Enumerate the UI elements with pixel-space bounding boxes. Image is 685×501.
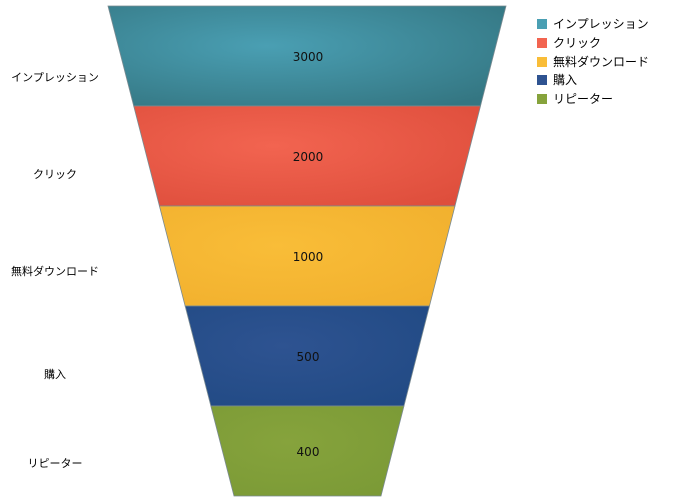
data-label: 400 — [297, 445, 320, 459]
data-label: 2000 — [293, 150, 324, 164]
legend-entry[interactable]: リピーター — [553, 92, 613, 106]
data-label: 500 — [297, 350, 320, 364]
category-label: クリック — [33, 168, 77, 181]
legend-swatch — [537, 75, 547, 85]
legend-swatch — [537, 94, 547, 104]
data-label: 1000 — [293, 250, 324, 264]
category-label: リピーター — [28, 457, 83, 470]
funnel-segments: 3000 2000 1000 500 400 — [107, 5, 507, 497]
legend-entry[interactable]: クリック — [553, 36, 601, 50]
legend-entry[interactable]: 無料ダウンロード — [553, 54, 649, 69]
legend-swatch — [537, 57, 547, 67]
legend-swatch — [537, 38, 547, 48]
legend-entry[interactable]: 購入 — [553, 73, 577, 87]
data-label: 3000 — [293, 50, 324, 64]
category-label: インプレッション — [11, 71, 99, 84]
funnel-segment[interactable] — [210, 405, 405, 497]
legend-entry[interactable]: インプレッション — [553, 17, 649, 31]
legend-swatch — [537, 19, 547, 29]
category-label: 購入 — [44, 367, 66, 381]
category-label: 無料ダウンロード — [11, 264, 99, 278]
